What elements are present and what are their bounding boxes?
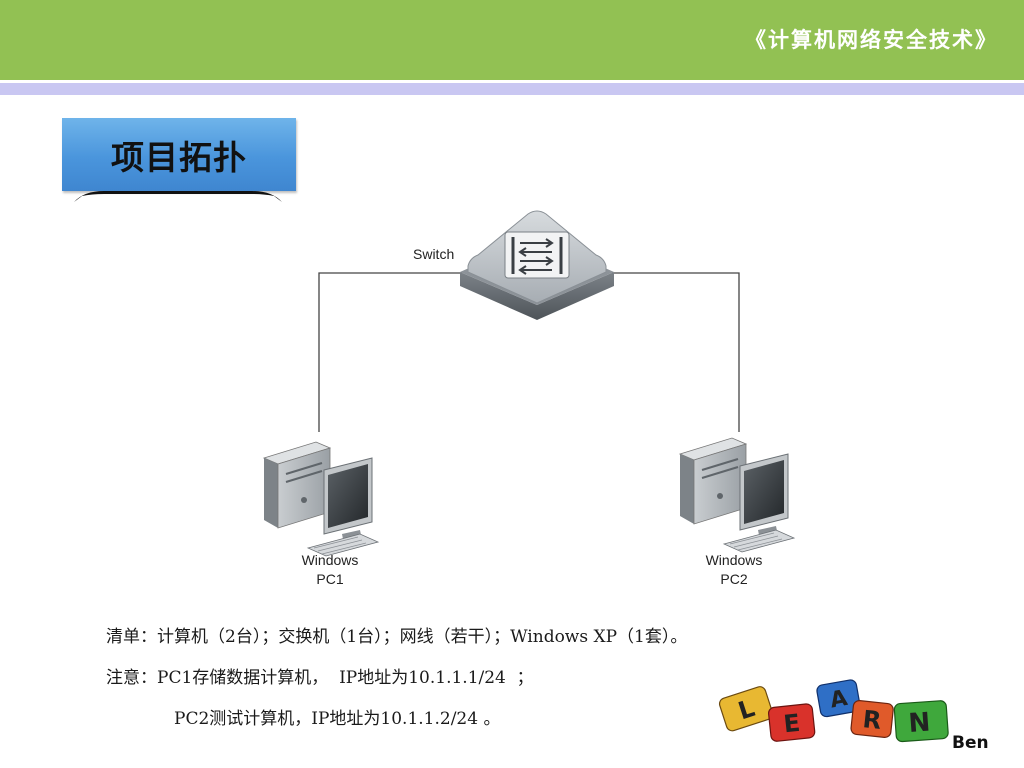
link-pc2-switch — [612, 272, 740, 432]
logo-letter-e: E — [782, 709, 801, 739]
section-heading-tab: 项目拓扑 — [62, 118, 296, 191]
puzzle-piece-l: L — [718, 686, 774, 732]
logo-letter-n: N — [908, 708, 932, 739]
logo-letter-r: R — [861, 705, 882, 735]
logo-letter-a: A — [828, 686, 849, 714]
puzzle-piece-a: A — [816, 679, 861, 718]
pc2-note-text: PC2测试计算机，IP地址为10.1.1.2/24 。 — [174, 709, 501, 729]
course-title: 《计算机网络安全技术》 — [745, 27, 998, 52]
learn-puzzle-logo: L E A R N — [718, 679, 949, 743]
heading-curl-decoration — [74, 191, 282, 202]
section-heading: 项目拓扑 — [111, 137, 247, 177]
link-pc1-switch — [318, 272, 462, 432]
pc1-label-line2: PC1 — [316, 571, 343, 587]
pc2-desktop-computer-icon — [678, 437, 796, 553]
header-divider — [0, 80, 1024, 83]
equipment-list-text: 清单：计算机（2台）；交换机（1台）；网线（若干）；Windows XP（1套）… — [106, 627, 688, 647]
puzzle-piece-r: R — [850, 699, 894, 739]
header-bar: 《计算机网络安全技术》 — [0, 0, 1024, 80]
switch-icon — [460, 210, 614, 320]
pc2-label-line2: PC2 — [720, 571, 747, 587]
switch-label: Switch — [413, 246, 454, 262]
pc1-desktop-computer-icon — [262, 441, 380, 557]
puzzle-piece-n: N — [893, 700, 949, 743]
pc2-label-line1: Windows — [706, 552, 763, 568]
pc1-note-text: 注意：PC1存储数据计算机， IP地址为10.1.1.1/24 ； — [106, 668, 534, 688]
pc1-label-line1: Windows — [302, 552, 359, 568]
logo-text: Ben — [952, 733, 989, 753]
puzzle-piece-e: E — [767, 703, 816, 742]
header-band — [0, 83, 1024, 95]
